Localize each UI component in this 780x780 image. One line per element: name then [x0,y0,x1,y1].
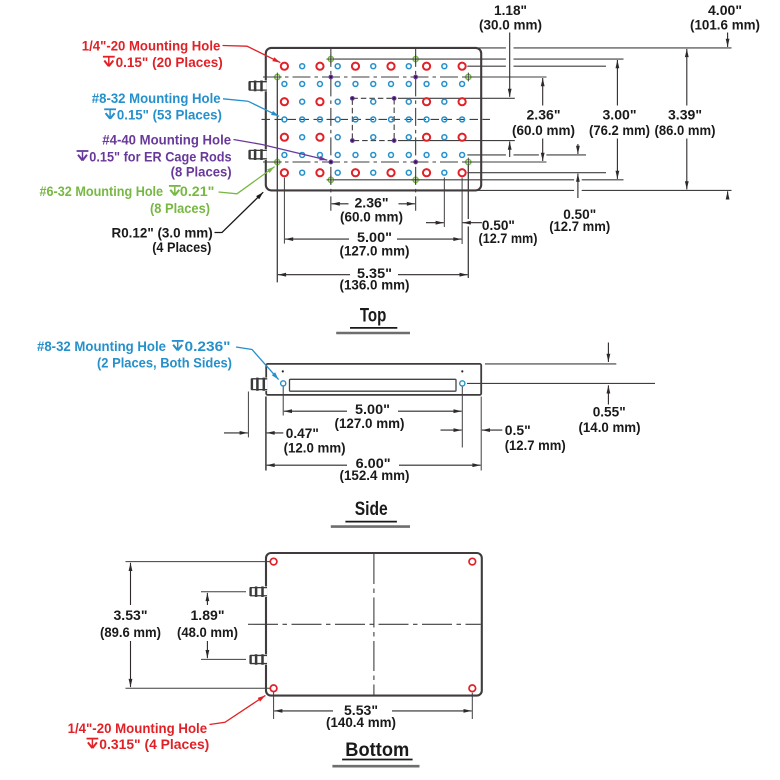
svg-text:6.00": 6.00" [356,455,391,471]
svg-text:(2 Places, Both Sides): (2 Places, Both Sides) [97,355,232,371]
svg-text:#4-40 Mounting Hole: #4-40 Mounting Hole [102,131,231,147]
svg-text:(152.4 mm): (152.4 mm) [340,467,410,483]
svg-text:#8-32 Mounting Hole: #8-32 Mounting Hole [37,338,166,354]
svg-text:Side: Side [355,499,388,520]
svg-text:(89.6 mm): (89.6 mm) [100,624,161,640]
svg-text:(8 Places): (8 Places) [150,200,210,216]
svg-text:0.21": 0.21" [180,183,215,199]
svg-text:4.00": 4.00" [708,2,742,18]
svg-text:(48.0 mm): (48.0 mm) [177,624,238,640]
svg-text:5.00": 5.00" [355,401,390,417]
svg-text:Bottom: Bottom [345,740,409,761]
svg-text:(12.7 mm): (12.7 mm) [479,230,538,246]
svg-text:0.50": 0.50" [482,217,515,233]
svg-text:3.00": 3.00" [603,106,637,122]
svg-text:3.53": 3.53" [114,607,148,623]
svg-text:(4 Places): (4 Places) [152,239,211,255]
svg-text:5.35": 5.35" [357,265,392,281]
svg-text:0.5": 0.5" [505,422,531,438]
svg-text:0.15" (20 Places): 0.15" (20 Places) [116,54,223,70]
svg-text:(127.0 mm): (127.0 mm) [335,415,405,431]
svg-text:(60.0 mm): (60.0 mm) [512,122,575,138]
svg-text:(101.6 mm): (101.6 mm) [690,16,760,32]
svg-text:(140.4 mm): (140.4 mm) [326,714,396,730]
svg-text:0.47": 0.47" [286,425,319,441]
svg-text:3.39": 3.39" [668,106,702,122]
svg-text:#6-32 Mounting Hole: #6-32 Mounting Hole [40,183,164,199]
svg-text:(30.0 mm): (30.0 mm) [479,16,542,32]
svg-text:2.36": 2.36" [355,194,389,210]
svg-text:2.36": 2.36" [527,106,561,122]
svg-text:(12.0 mm): (12.0 mm) [284,440,346,456]
svg-text:(86.0 mm): (86.0 mm) [655,122,716,138]
svg-text:(12.7 mm): (12.7 mm) [505,437,566,453]
svg-text:(12.7 mm): (12.7 mm) [549,218,610,234]
svg-text:1/4"-20 Mounting Hole: 1/4"-20 Mounting Hole [68,720,208,736]
svg-text:0.50": 0.50" [563,206,596,222]
svg-text:1.89": 1.89" [191,607,225,623]
svg-text:5.00": 5.00" [357,229,392,245]
svg-text:(14.0 mm): (14.0 mm) [579,419,641,435]
svg-text:0.55": 0.55" [593,404,626,420]
svg-text:1/4"-20 Mounting Hole: 1/4"-20 Mounting Hole [82,37,221,53]
svg-text:5.53": 5.53" [344,702,378,718]
svg-text:0.15" for ER Cage Rods: 0.15" for ER Cage Rods [89,148,231,164]
svg-text:(60.0 mm): (60.0 mm) [340,209,403,225]
svg-text:0.15" (53 Places): 0.15" (53 Places) [117,107,222,123]
svg-text:(127.0 mm): (127.0 mm) [340,243,410,259]
svg-text:(8 Places): (8 Places) [171,164,232,180]
svg-text:R0.12" (3.0 mm): R0.12" (3.0 mm) [112,225,213,241]
svg-text:1.18": 1.18" [494,2,527,18]
svg-text:0.315" (4 Places): 0.315" (4 Places) [99,736,209,752]
svg-text:0.236": 0.236" [185,338,231,354]
svg-text:(76.2 mm): (76.2 mm) [589,122,650,138]
svg-text:Top: Top [360,306,387,327]
svg-text:(136.0 mm): (136.0 mm) [340,277,410,293]
svg-text:#8-32 Mounting Hole: #8-32 Mounting Hole [92,90,221,106]
